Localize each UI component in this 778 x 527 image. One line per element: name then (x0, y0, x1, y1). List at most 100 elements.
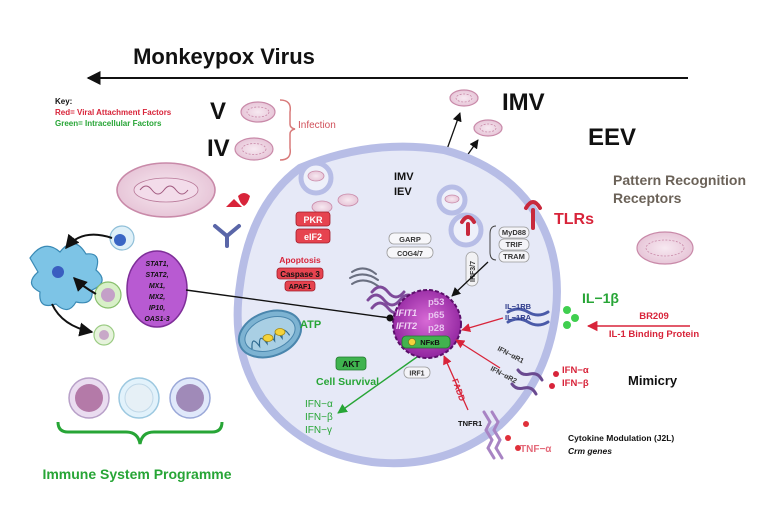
label-tnfr1: TNFR1 (458, 419, 482, 428)
label-infection: Infection (298, 120, 336, 131)
vesicle-inner-2 (337, 193, 359, 207)
tlr-receptor-icon (460, 200, 542, 236)
label-cog: COG4/7 (397, 251, 423, 258)
label-v: V (210, 98, 226, 125)
virion-iv (234, 137, 274, 161)
label-il1rb: IL−1RB (505, 302, 532, 311)
label-atp: ATP (300, 319, 321, 331)
label-caspase3: Caspase 3 (280, 270, 320, 279)
apaf1-box (284, 280, 316, 292)
label-myd88: MyD88 (502, 228, 526, 237)
key-green: Green= Intracellular Factors (55, 119, 162, 128)
virion-imv-2 (473, 119, 503, 137)
immune-brace (56, 421, 224, 445)
label-ifn-b: IFN−β (305, 412, 333, 423)
ifn-receptor-icon (510, 368, 544, 396)
label-cytokine-mod: Cytokine Modulation (J2L) (568, 433, 674, 443)
small-cell-top-icon (109, 225, 135, 251)
label-ifn-a: IFN−α (305, 399, 333, 410)
label-crm: Crm genes (568, 446, 612, 456)
label-ifit2: IFIT2 (396, 321, 417, 331)
label-imv-small: IMV (394, 171, 414, 183)
dendritic-cell-icon (29, 242, 103, 311)
attachment-factor-icon (226, 193, 250, 207)
label-p28: p28 (428, 323, 444, 334)
label-immune-programme: Immune System Programme (42, 466, 231, 482)
virion-imv-1 (449, 89, 479, 107)
isg-line-6: OAS1-3 (144, 316, 169, 323)
label-iv: IV (207, 135, 230, 162)
key-heading: Key: (55, 97, 72, 106)
exit-arrow-1 (445, 112, 462, 153)
label-apoptosis: Apoptosis (279, 255, 321, 265)
infection-bracket (279, 99, 296, 161)
akt-box (335, 356, 367, 371)
membrane-vesicle-iev (436, 184, 468, 216)
adaptor-bracket (489, 225, 497, 261)
eif2-box (295, 228, 331, 244)
il1b-ligand-icon (563, 306, 579, 329)
label-il1bp: IL-1 Binding Protein (609, 329, 699, 340)
page-title: Monkeypox Virus (133, 44, 315, 69)
label-br209: BR209 (639, 311, 669, 322)
virion-prr (636, 231, 694, 265)
immune-cell-2-icon (118, 377, 160, 419)
golgi-icon (349, 267, 379, 287)
nfkb-dot-icon (408, 338, 416, 346)
label-il1ra: IL−1RA (505, 313, 532, 322)
irf37-pill (465, 251, 479, 287)
isg-line-endpoint (386, 314, 394, 322)
key-red: Red= Viral Attachment Factors (55, 108, 172, 117)
fadd-arrow (443, 355, 469, 411)
label-tlrs: TLRs (554, 211, 594, 228)
immune-cell-3-icon (169, 377, 211, 419)
small-cell-mid-icon (94, 281, 122, 309)
label-trif: TRIF (506, 240, 523, 249)
immune-arrow-mid (73, 277, 97, 295)
label-tram: TRAM (503, 252, 525, 261)
label-il1b: IL−1β (582, 290, 619, 306)
vesicle-inner-1 (311, 200, 333, 214)
label-eev: EEV (588, 124, 636, 151)
label-apaf1: APAF1 (289, 284, 312, 291)
label-eif2: eIF2 (304, 232, 322, 242)
label-ifn-a-out: IFN−α (562, 365, 589, 376)
label-akt: AKT (342, 359, 360, 369)
label-p65: p65 (428, 310, 445, 321)
virion-large (116, 162, 216, 218)
pkr-box (295, 211, 331, 227)
label-imv: IMV (502, 89, 545, 116)
isg-line-2: STAT2, (145, 272, 168, 279)
il1-to-nucleus-arrow (461, 317, 504, 333)
isg-line-3: MX1, (149, 283, 165, 290)
label-iev-small: IEV (394, 186, 412, 198)
garp-box (388, 232, 432, 245)
virion-v (240, 101, 276, 123)
irf1-box (403, 366, 431, 379)
ifn-to-nucleus-arrow (455, 339, 501, 369)
immune-arrow-top (65, 233, 113, 250)
isg-line-5: IP10, (149, 305, 165, 312)
label-cell-survival: Cell Survival (316, 376, 379, 388)
caspase3-box (276, 267, 324, 280)
label-p53: p53 (428, 297, 444, 308)
isg-line-1: STAT1, (145, 261, 168, 268)
cog-box (386, 246, 434, 259)
label-ifn-g: IFN−γ (305, 425, 332, 436)
prr-line1: Pattern Recognition (613, 172, 746, 188)
prr-line2: Receptors (613, 190, 682, 206)
blue-receptor-icon (213, 224, 241, 248)
isg-bubble (126, 250, 188, 328)
isg-to-nucleus-line (185, 289, 391, 319)
label-nfkb: NFκB (420, 338, 440, 347)
label-garp: GARP (399, 235, 421, 244)
tnfr1-receptor-icon (482, 410, 504, 460)
tnf-ligand-icon (505, 421, 529, 451)
label-irf37: IRF3/7 (470, 261, 477, 282)
membrane-vesicle-top (298, 160, 334, 196)
small-cell-bottom-icon (93, 324, 115, 346)
ifn-ligand-icon (549, 371, 559, 389)
tlr-to-nucleus-arrow (451, 261, 489, 297)
label-tnf-a: TNF−α (520, 444, 552, 455)
